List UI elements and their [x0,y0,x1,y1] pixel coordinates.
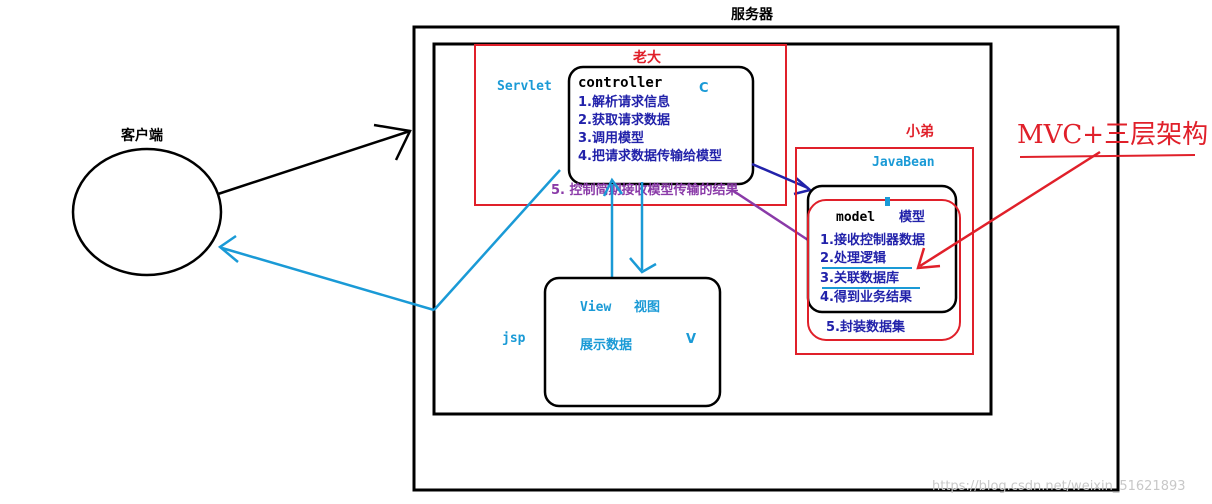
model-title: model [836,210,875,225]
model-title-cn: 模型 [899,209,925,225]
boss-label: 老大 [633,49,661,66]
model-step-5: 5.封装数据集 [826,319,906,335]
annotation-arrow [919,150,1101,268]
client-ellipse [71,147,223,277]
client-title: 客户端 [120,127,163,144]
model-group-frame [795,147,974,355]
controller-title: controller [578,75,662,91]
view-title: View [580,300,611,315]
controller-step-1: 1.解析请求信息 [578,94,670,110]
view-box [543,276,722,408]
controller-step-3: 3.调用模型 [578,130,644,146]
annotation-underline [1019,154,1196,158]
c-label: C [699,81,709,96]
annotation-arrowhead [916,247,941,270]
response-line-a [433,169,561,311]
model-marker [885,197,890,206]
watermark: https://blog.csdn.net/weixin_51621893 [932,479,1186,494]
view-to-controller-head [602,177,624,197]
servlet-label: Servlet [497,79,552,94]
controller-step-4: 4.把请求数据传输给模型 [578,148,722,164]
request-arrowhead [373,123,412,161]
controller-step-5: 5. 控制简期接收模型传输的结果 [551,182,739,198]
response-line-b [221,246,435,312]
junior-label: 小弟 [906,123,934,140]
model-inner-frame [807,199,961,341]
javabean-label: JavaBean [872,155,935,170]
mvc-annotation: MVC+三层架构 [1017,120,1208,150]
controller-to-model-head [793,177,813,196]
model-step-2: 2.处理逻辑 [820,250,886,266]
v-label: V [686,332,696,347]
server-frame [412,25,1120,492]
server-title: 服务器 [731,6,774,23]
response-arrowhead [217,234,239,263]
controller-to-model-line [751,162,809,190]
jsp-label: jsp [502,331,526,346]
controller-step-2: 2.获取请求数据 [578,112,670,128]
view-desc: 展示数据 [580,337,632,353]
model-step-3: 3.关联数据库 [820,270,899,286]
controller-to-view-head [629,257,657,274]
request-arrow [217,129,411,196]
controller-box [567,65,755,186]
model-step-4: 4.得到业务结果 [820,289,912,305]
view-title-cn: 视图 [634,299,660,315]
model-step-1: 1.接收控制器数据 [820,232,925,248]
controller-group-frame [474,44,787,206]
